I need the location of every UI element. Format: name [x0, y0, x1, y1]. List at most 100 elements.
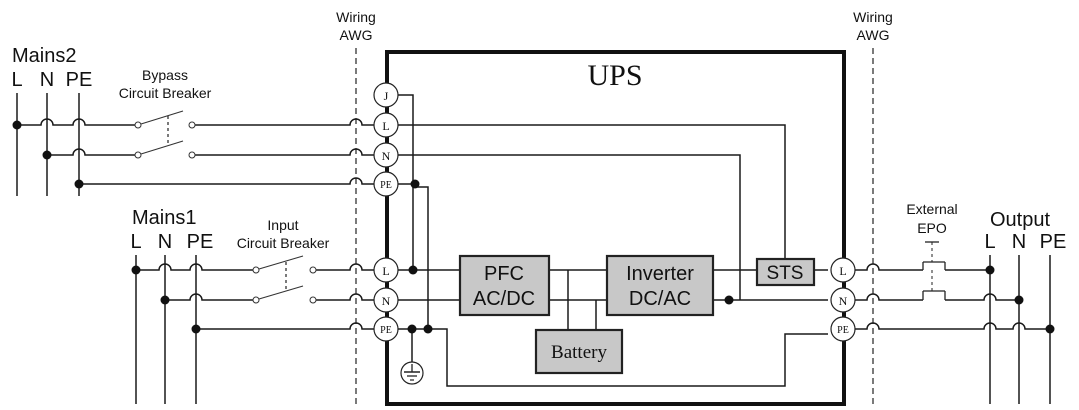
svg-text:N: N: [382, 149, 391, 163]
output-pe-junction: [1045, 324, 1055, 334]
pfc-label-1: PFC: [484, 263, 524, 285]
input-breaker-blade-l: [258, 255, 304, 270]
internal-junction: [410, 179, 420, 189]
mains2-n-junction: [42, 150, 52, 160]
ups-title: UPS: [587, 59, 642, 92]
wiring-label-left-1: Wiring: [336, 9, 376, 25]
output-l-junction: [985, 265, 995, 275]
mains2-pe-junction: [74, 179, 84, 189]
terminal-bypass-l: L: [373, 112, 399, 138]
svg-text:N: N: [382, 294, 391, 308]
terminal-bypass-n: N: [373, 142, 399, 168]
terminal-output-n: N: [830, 287, 856, 313]
svg-text:PE: PE: [380, 325, 392, 336]
wiring-label-right-2: AWG: [857, 27, 890, 43]
terminal-input-n: N: [373, 287, 399, 313]
mains2-pe-wire: [79, 177, 374, 185]
input-breaker-contact: [252, 296, 260, 304]
input-breaker-label-2: Circuit Breaker: [237, 235, 330, 251]
terminal-bypass-pe: PE: [373, 171, 399, 197]
svg-text:J: J: [384, 89, 389, 103]
terminal-output-l: L: [830, 257, 856, 283]
mains2-title: Mains2: [12, 45, 76, 67]
terminal-input-pe: PE: [373, 316, 399, 342]
terminal-input-l: L: [373, 257, 399, 283]
svg-text:L: L: [382, 264, 389, 278]
mains2-label-n: N: [40, 69, 54, 91]
mains2-label-l: L: [11, 69, 22, 91]
input-l-out-wire: [316, 263, 374, 271]
svg-text:N: N: [839, 294, 848, 308]
ups-enclosure: [385, 50, 846, 406]
inverter-label-1: Inverter: [626, 263, 694, 285]
svg-text:L: L: [382, 119, 389, 133]
wiring-label-right-1: Wiring: [853, 9, 893, 25]
mains1-pe-wire: [196, 322, 374, 330]
ground-icon: [400, 361, 424, 385]
bypass-breaker-contact: [188, 151, 196, 159]
mains1-label-l: L: [130, 231, 141, 253]
output-label-l: L: [984, 231, 995, 253]
bypass-breaker-label-2: Circuit Breaker: [119, 85, 212, 101]
mains1-pe-junction: [191, 324, 201, 334]
terminal-output-pe: PE: [830, 316, 856, 342]
bypass-breaker-blade-l: [140, 110, 184, 125]
output-label-n: N: [1012, 231, 1026, 253]
bypass-l-out-wire: [195, 118, 374, 126]
input-breaker-contact: [309, 296, 317, 304]
svg-text:L: L: [839, 264, 846, 278]
internal-junction: [407, 324, 417, 334]
mains2-l-wire: [17, 118, 135, 126]
bypass-breaker-contact: [134, 121, 142, 129]
mains2-label-pe: PE: [66, 69, 93, 91]
battery-label: Battery: [551, 342, 607, 363]
sts-label: STS: [767, 263, 804, 284]
pfc-label-2: AC/DC: [473, 288, 535, 310]
bypass-breaker-contact: [134, 151, 142, 159]
mains1-label-pe: PE: [187, 231, 214, 253]
input-breaker-blade-n: [258, 285, 304, 300]
battery-block: [534, 328, 624, 375]
mains1-label-n: N: [158, 231, 172, 253]
mains1-title: Mains1: [132, 207, 196, 229]
epo-label-1: External: [906, 201, 957, 217]
mains1-n-junction: [160, 295, 170, 305]
svg-text:PE: PE: [380, 180, 392, 191]
epo-switch-icon: [922, 241, 946, 300]
bypass-breaker-contact: [188, 121, 196, 129]
bypass-n-out-wire: [195, 148, 374, 156]
bypass-n-internal-wire: [398, 154, 741, 300]
jumper-wire: [398, 94, 414, 270]
epo-label-2: EPO: [917, 220, 947, 236]
wiring-label-left-2: AWG: [340, 27, 373, 43]
input-n-out-wire: [316, 293, 374, 301]
output-n-post-epo: [945, 293, 1019, 301]
pfc-block: [458, 254, 551, 317]
mains1-l-junction: [131, 265, 141, 275]
inverter-label-2: DC/AC: [629, 288, 691, 310]
internal-junction: [408, 265, 418, 275]
output-l-wire: [855, 263, 923, 271]
mains2-n-wire: [47, 148, 135, 156]
input-breaker-contact: [252, 266, 260, 274]
terminal-j: J: [373, 82, 399, 108]
output-title: Output: [990, 209, 1050, 231]
bypass-breaker-blade-n: [140, 140, 184, 155]
output-n-wire: [855, 293, 923, 301]
output-label-pe: PE: [1040, 231, 1067, 253]
mains2-l-junction: [12, 120, 22, 130]
bypass-breaker-label-1: Bypass: [142, 67, 188, 83]
internal-junction: [724, 295, 734, 305]
inverter-block: [605, 254, 715, 317]
mains1-n-wire: [165, 293, 253, 301]
input-pe-wire: [398, 328, 828, 387]
sts-block: [755, 257, 816, 287]
output-n-junction: [1014, 295, 1024, 305]
input-breaker-contact: [309, 266, 317, 274]
output-pe-wire: [855, 322, 1050, 330]
svg-text:PE: PE: [837, 325, 849, 336]
mains1-l-wire: [136, 263, 253, 271]
internal-junction: [423, 324, 433, 334]
input-breaker-label-1: Input: [267, 217, 298, 233]
